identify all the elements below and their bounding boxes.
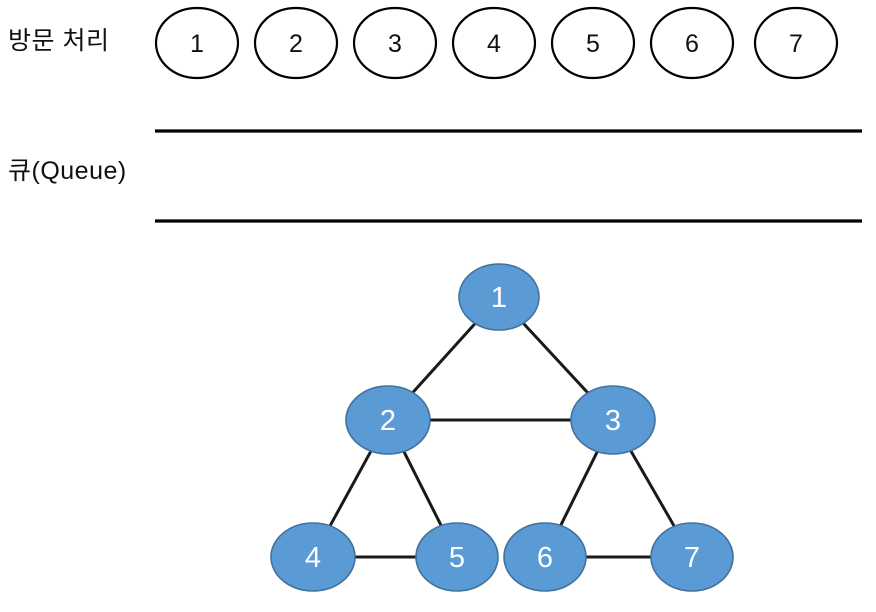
visit-slot-value: 4 [487, 30, 501, 58]
visit-row-label: 방문 처리 [8, 27, 110, 55]
visit-slot[interactable]: 6 [649, 6, 735, 80]
visit-slot-ellipse [352, 6, 438, 80]
visit-slot-ellipse [253, 6, 339, 80]
graph-node-label: 5 [449, 542, 465, 574]
visit-slot-ellipse [451, 6, 537, 80]
visit-slot-value: 3 [388, 30, 402, 58]
visit-slot-value: 2 [289, 30, 303, 58]
graph-node-3[interactable]: 3 [570, 385, 656, 455]
visit-slot[interactable]: 4 [451, 6, 537, 80]
graph-node-label: 1 [491, 282, 507, 314]
queue-row-label: 큐(Queue) [8, 157, 127, 185]
graph-node-ellipse [415, 522, 499, 592]
graph-node-label: 7 [684, 542, 700, 574]
visit-slot[interactable]: 5 [550, 6, 636, 80]
graph-node-6[interactable]: 6 [503, 522, 587, 592]
visit-slot[interactable]: 7 [753, 6, 839, 80]
graph-node-5[interactable]: 5 [415, 522, 499, 592]
visit-slot-value: 5 [586, 30, 600, 58]
graph-node-label: 4 [305, 542, 321, 574]
graph-node-label: 2 [380, 405, 396, 437]
graph-edge-1-3 [521, 321, 590, 395]
graph-edge-1-2 [411, 321, 477, 395]
graph-node-label: 6 [537, 542, 553, 574]
visit-slot-value: 1 [190, 30, 204, 58]
graph-node-ellipse [570, 385, 656, 455]
visit-slot-ellipse [753, 6, 839, 80]
graph-edge-3-6 [559, 450, 599, 528]
graph-edge-2-5 [402, 449, 443, 528]
visit-slot-ellipse [550, 6, 636, 80]
visit-slot[interactable]: 3 [352, 6, 438, 80]
visit-slot-value: 6 [685, 30, 699, 58]
graph-node-7[interactable]: 7 [650, 522, 734, 592]
graph-node-ellipse [345, 385, 431, 455]
graph-node-1[interactable]: 1 [458, 263, 540, 331]
graph-node-ellipse [270, 522, 356, 592]
visit-slot[interactable]: 2 [253, 6, 339, 80]
graph-node-4[interactable]: 4 [270, 522, 356, 592]
graph-edge-2-4 [328, 449, 373, 528]
graph-node-2[interactable]: 2 [345, 385, 431, 455]
graph-edge-3-7 [629, 449, 676, 528]
graph-node-ellipse [650, 522, 734, 592]
graph-node-ellipse [458, 263, 540, 331]
visit-slot-value: 7 [789, 30, 803, 58]
visit-slot-ellipse [649, 6, 735, 80]
visit-slot[interactable]: 1 [154, 6, 240, 80]
graph-node-ellipse [503, 522, 587, 592]
graph-node-label: 3 [605, 405, 621, 437]
visit-slot-ellipse [154, 6, 240, 80]
